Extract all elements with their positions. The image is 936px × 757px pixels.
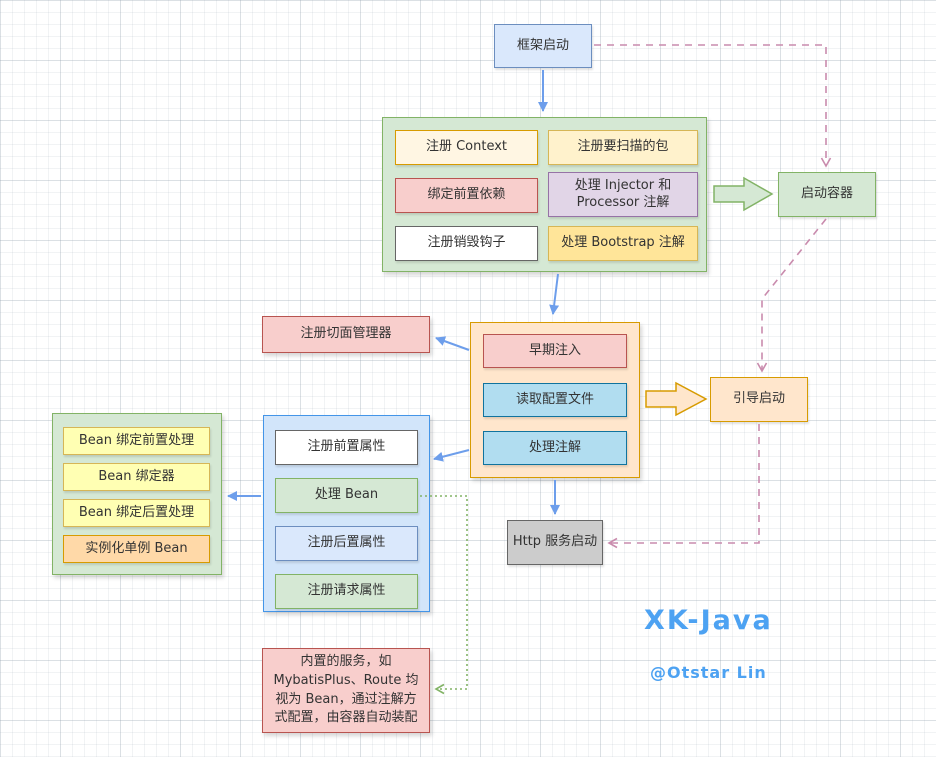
watermark-brand: XK-Java	[644, 605, 773, 636]
node-process-bean: 处理 Bean	[275, 478, 418, 513]
node-process-annotation: 处理注解	[483, 431, 627, 465]
node-bean-bind-pre-process: Bean 绑定前置处理	[63, 427, 210, 455]
node-bean-binder: Bean 绑定器	[63, 463, 210, 491]
node-instantiate-singleton-bean: 实例化单例 Bean	[63, 535, 210, 563]
edge-contextgroup-to-attrsgroup	[433, 449, 470, 462]
node-http-service-start: Http 服务启动	[507, 520, 603, 565]
node-register-post-attrs: 注册后置属性	[275, 526, 418, 561]
node-bean-bind-post-process: Bean 绑定后置处理	[63, 499, 210, 527]
watermark-author: @Otstar Lin	[650, 663, 767, 682]
block-arrow-contextgroup-to-bootstart	[645, 381, 708, 417]
node-register-scan-packages: 注册要扫描的包	[548, 130, 698, 165]
node-register-aspect-manager: 注册切面管理器	[262, 316, 430, 353]
edge-startcontainer-to-bootstart	[756, 218, 827, 373]
node-register-request-attrs: 注册请求属性	[275, 574, 418, 609]
node-process-bootstrap-annotation: 处理 Bootstrap 注解	[548, 226, 698, 261]
node-register-front-attrs: 注册前置属性	[275, 430, 418, 465]
node-boot-start: 引导启动	[710, 377, 808, 422]
block-arrow-initgroup-to-startcontainer	[713, 176, 774, 212]
node-start-container: 启动容器	[778, 172, 876, 217]
note-builtin-services: 内置的服务，如 MybatisPlus、Route 均视为 Bean，通过注解方…	[262, 648, 430, 733]
node-register-context: 注册 Context	[395, 130, 538, 165]
node-bind-front-dependency: 绑定前置依赖	[395, 178, 538, 213]
node-register-destroy-hook: 注册销毁钩子	[395, 226, 538, 261]
node-process-injector-processor: 处理 Injector 和 Processor 注解	[548, 172, 698, 217]
node-framework-start: 框架启动	[494, 24, 592, 68]
node-read-config-file: 读取配置文件	[483, 383, 627, 417]
node-early-injection: 早期注入	[483, 334, 627, 368]
edge-initgroup-to-contextgroup	[549, 273, 560, 315]
edge-contextgroup-to-aspectmanager	[435, 336, 470, 351]
